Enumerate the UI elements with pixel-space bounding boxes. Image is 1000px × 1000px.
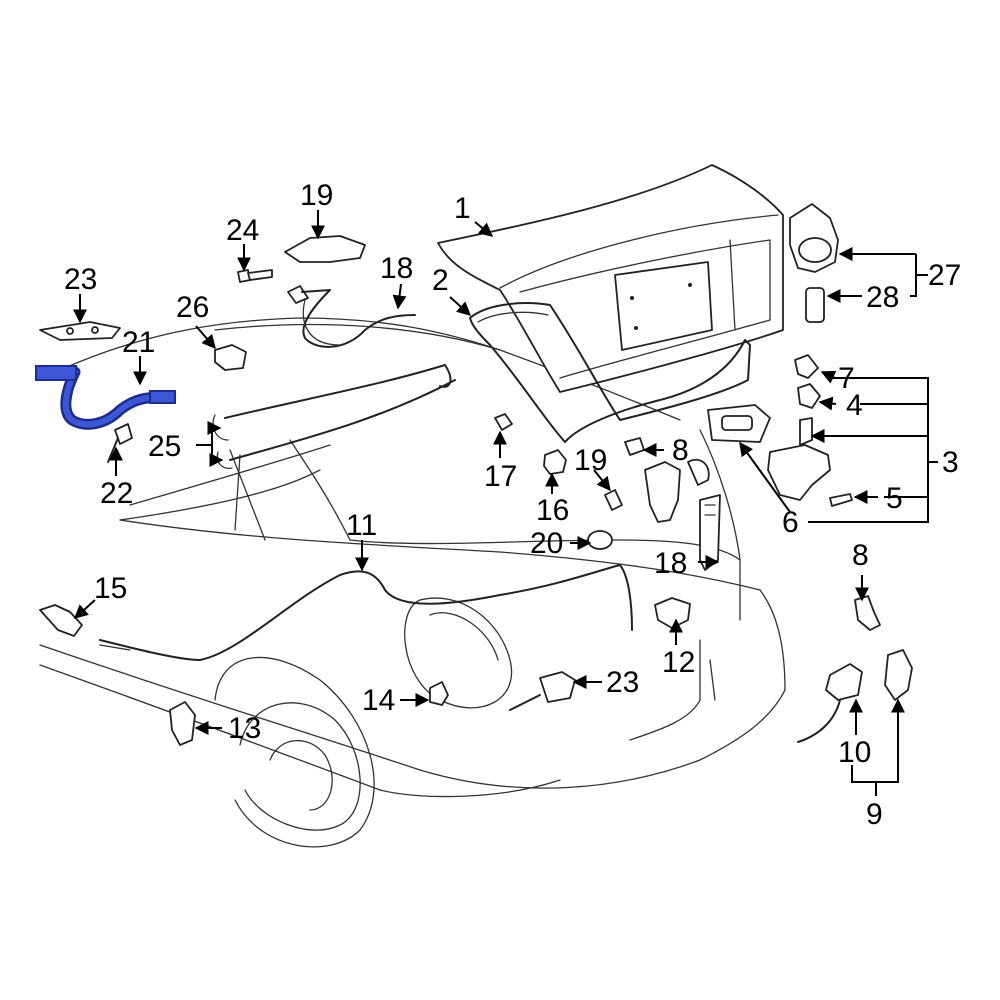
callout-19-lower: 19 bbox=[574, 444, 607, 477]
opener-handle-15 bbox=[39, 604, 83, 637]
callout-8-right: 8 bbox=[852, 539, 869, 572]
hinge-bracket-23-left bbox=[39, 321, 121, 341]
trunk-hinge-highlighted bbox=[35, 365, 176, 430]
callout-7: 7 bbox=[838, 362, 855, 395]
callout-10: 10 bbox=[838, 736, 871, 769]
opener-cable-11 bbox=[99, 564, 633, 661]
callout-19-upper: 19 bbox=[300, 179, 333, 212]
cable-end-23 bbox=[509, 671, 576, 711]
bolt-22 bbox=[107, 423, 133, 463]
callout-28: 28 bbox=[866, 281, 899, 314]
callout-20: 20 bbox=[530, 527, 563, 560]
clip-13 bbox=[169, 701, 196, 746]
fuel-opener-9 bbox=[797, 649, 913, 743]
trunk-lid bbox=[437, 164, 784, 393]
torsion-bar-18-left bbox=[287, 285, 416, 348]
license-lamp-6 bbox=[707, 404, 771, 443]
callout-18-upper: 18 bbox=[380, 252, 413, 285]
bumper-16 bbox=[543, 449, 567, 475]
hinge-bracket-19 bbox=[284, 235, 366, 263]
callout-3: 3 bbox=[942, 446, 959, 479]
callout-12: 12 bbox=[662, 646, 695, 679]
clip-19 bbox=[604, 489, 623, 511]
callout-22: 22 bbox=[100, 477, 133, 510]
bumper-26 bbox=[214, 344, 247, 371]
callout-26: 26 bbox=[176, 291, 209, 324]
callout-1: 1 bbox=[454, 192, 471, 225]
lock-assembly-3 bbox=[767, 354, 853, 507]
callout-23-lower: 23 bbox=[606, 666, 639, 699]
callout-25: 25 bbox=[148, 430, 181, 463]
callout-24: 24 bbox=[226, 214, 259, 247]
clip-17 bbox=[494, 413, 513, 431]
striker-8-right bbox=[854, 595, 881, 631]
fuel-door-27 bbox=[789, 203, 839, 273]
trunk-weatherstrip bbox=[469, 302, 751, 443]
car-body bbox=[39, 317, 786, 848]
bolt-24 bbox=[237, 269, 273, 283]
callout-8-upper: 8 bbox=[672, 434, 689, 467]
callout-15: 15 bbox=[94, 572, 127, 605]
callout-23-upper: 23 bbox=[64, 263, 97, 296]
callout-5: 5 bbox=[886, 482, 903, 515]
lock-striker-8 bbox=[624, 437, 645, 456]
callout-4: 4 bbox=[846, 389, 863, 422]
callout-17: 17 bbox=[484, 460, 517, 493]
callout-21: 21 bbox=[122, 326, 155, 359]
callout-27: 27 bbox=[928, 259, 961, 292]
fuel-door-spring-28 bbox=[805, 287, 825, 323]
callout-18-lower: 18 bbox=[654, 547, 687, 580]
lock-cylinder-18 bbox=[644, 458, 721, 571]
callout-14: 14 bbox=[362, 684, 395, 717]
callout-16: 16 bbox=[536, 494, 569, 527]
leader-lines bbox=[73, 210, 938, 796]
callout-11: 11 bbox=[346, 509, 377, 542]
torsion-bars-25 bbox=[212, 364, 456, 469]
opener-12 bbox=[654, 597, 691, 629]
callout-13: 13 bbox=[228, 712, 261, 745]
cap-20 bbox=[587, 530, 613, 550]
callout-6: 6 bbox=[782, 506, 799, 539]
callout-9: 9 bbox=[866, 798, 883, 831]
callout-2: 2 bbox=[432, 264, 449, 297]
clip-14 bbox=[429, 681, 449, 706]
callout-labels: 1 2 3 4 5 6 7 8 8 9 10 11 12 13 14 15 16… bbox=[64, 179, 961, 831]
